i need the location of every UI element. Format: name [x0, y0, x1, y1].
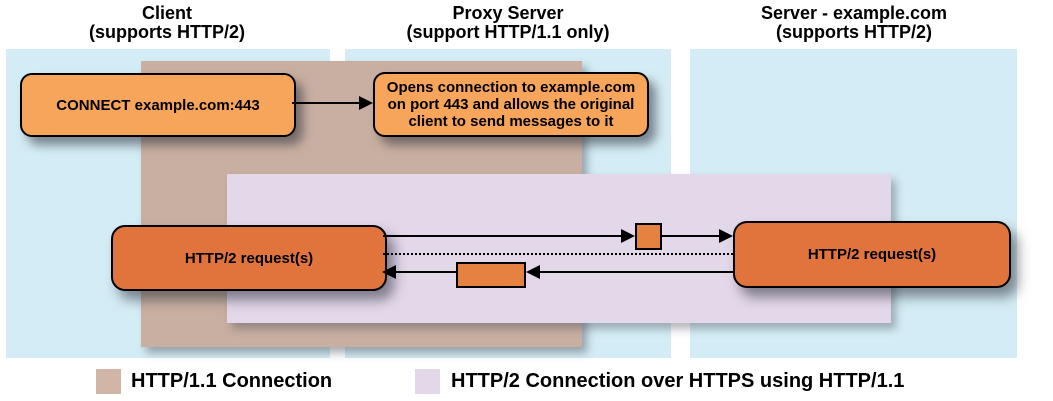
response-arrowhead-left-icon-1	[526, 265, 540, 279]
response-arrowhead-left-icon-2	[382, 265, 396, 279]
proxy-response-line2: on port 443 and allows the original	[387, 96, 635, 113]
tunnel-dotted-line	[383, 253, 733, 255]
frame-node-rect	[456, 262, 526, 288]
client-request-label: HTTP/2 request(s)	[184, 249, 314, 267]
lane-title-proxy-line1: Proxy Server	[452, 3, 564, 23]
lane-title-proxy: Proxy Server (support HTTP/1.1 only)	[358, 4, 658, 42]
connect-box: CONNECT example.com:443	[20, 73, 296, 137]
response-line-segment-1	[540, 271, 733, 273]
legend-http11-label: HTTP/1.1 Connection	[131, 370, 333, 392]
proxy-response-box: Opens connection to example.com on port …	[373, 72, 649, 137]
proxy-response-line1: Opens connection to example.com	[386, 79, 636, 96]
request-arrowhead-right-icon-2	[719, 229, 733, 243]
server-request-box: HTTP/2 request(s)	[733, 221, 1011, 288]
lane-title-client-line2: (supports HTTP/2)	[89, 22, 245, 42]
legend-http11-swatch	[96, 369, 121, 394]
legend-http2-label: HTTP/2 Connection over HTTPS using HTTP/…	[451, 370, 905, 392]
lane-title-server-line1: Server - example.com	[760, 3, 948, 23]
lane-title-client: Client (supports HTTP/2)	[17, 4, 317, 42]
server-request-label: HTTP/2 request(s)	[807, 246, 937, 263]
proxy-response-line3: client to send messages to it	[408, 113, 614, 130]
request-arrowhead-right-icon-1	[621, 229, 635, 243]
connect-box-label: CONNECT example.com:443	[56, 96, 260, 114]
frame-node-square	[635, 223, 662, 250]
lane-title-server-line2: (supports HTTP/2)	[776, 22, 932, 42]
request-line-segment-2	[662, 235, 719, 237]
lane-title-proxy-line2: (support HTTP/1.1 only)	[406, 22, 610, 42]
request-line-segment-1	[383, 235, 621, 237]
response-line-segment-2	[396, 271, 456, 273]
lane-title-server: Server - example.com (supports HTTP/2)	[704, 4, 1004, 42]
legend-http2-swatch	[415, 369, 440, 394]
connect-arrowhead-right-icon	[359, 96, 373, 110]
connect-arrow-line	[292, 102, 360, 104]
client-request-box: HTTP/2 request(s)	[111, 225, 387, 291]
lane-title-client-line1: Client	[141, 3, 192, 23]
